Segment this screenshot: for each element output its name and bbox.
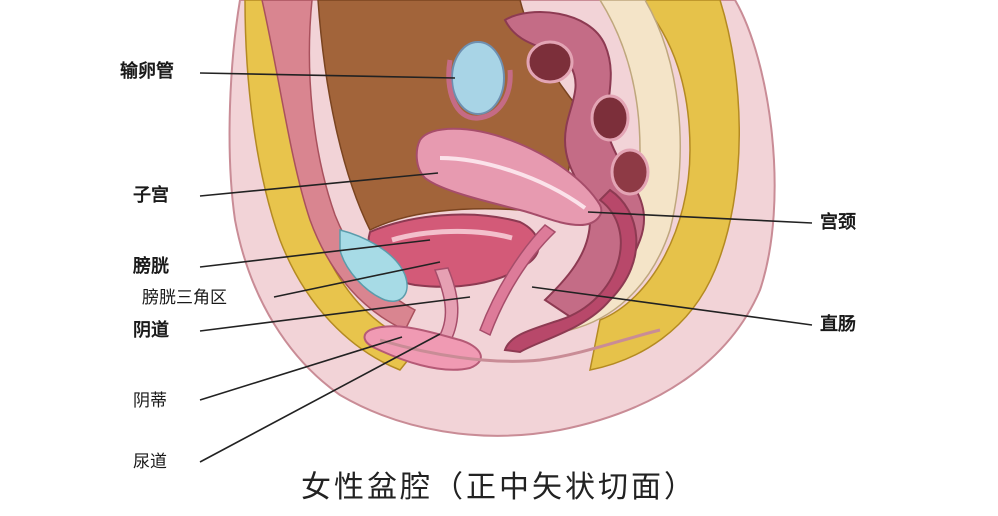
leader-urethra [199, 333, 441, 463]
label-uterus: 子宫 [133, 185, 169, 206]
perineum [379, 328, 661, 363]
label-urethra: 尿道 [133, 452, 167, 472]
label-cervix: 宫颈 [820, 212, 856, 233]
leader-uterus [199, 172, 439, 197]
posterior-fat-layer [589, 0, 740, 371]
rectum-tube [503, 188, 638, 354]
label-clitoris: 阴蒂 [133, 391, 167, 411]
bladder-lumen [391, 228, 513, 243]
rectum-lumen-lower [610, 148, 650, 196]
leader-trigone [273, 261, 441, 298]
label-rectum: 直肠 [820, 314, 856, 335]
label-vagina: 阴道 [133, 320, 169, 341]
uterine-cavity [439, 156, 587, 210]
rectum-lumen-middle [590, 94, 630, 142]
leader-cervix [587, 211, 813, 224]
leader-vagina [199, 296, 471, 332]
rectum-lumen-upper [526, 40, 574, 84]
leader-clitoris [199, 336, 403, 401]
leader-lines [199, 72, 813, 463]
ovary [451, 41, 505, 115]
vulva [363, 325, 482, 371]
leader-bladder [199, 239, 431, 268]
vagina-canal [479, 224, 557, 337]
label-bladder: 膀胱 [133, 256, 169, 277]
figure-caption: 女性盆腔（正中矢状切面） [301, 470, 697, 505]
label-fallopian-tube: 输卵管 [120, 61, 174, 82]
label-trigone: 膀胱三角区 [142, 288, 227, 308]
leader-fallopian-tube [199, 72, 456, 79]
leader-rectum [531, 286, 813, 326]
uterus [415, 127, 603, 227]
fallopian-tube-shape [446, 59, 513, 121]
